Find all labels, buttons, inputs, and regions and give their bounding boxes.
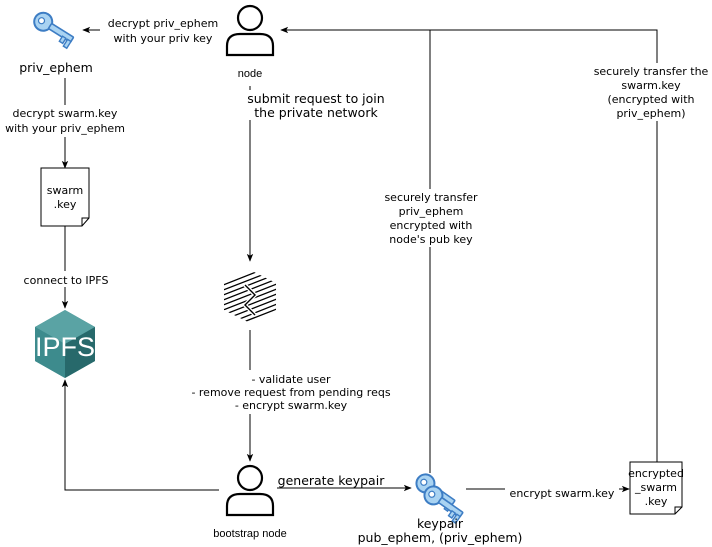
ipfs-logo-text: IPFS	[35, 332, 95, 362]
bootstrap-node-label: bootstrap node	[213, 528, 286, 540]
edge-label-transfer-priv-3: encrypted with	[390, 219, 473, 232]
label-bg-decrypt-priv	[100, 14, 224, 46]
edge-label-transfer-swarm-4: priv_ephem)	[616, 107, 685, 120]
private-network-icon	[224, 270, 276, 323]
edge-label-validate-1: - validate user	[251, 373, 331, 386]
edge-label-validate-3: - encrypt swarm.key	[235, 399, 348, 412]
edge-label-decrypt-priv-1: decrypt priv_ephem	[108, 17, 218, 30]
swarm-key-label-1: swarm	[47, 184, 84, 197]
priv-ephem-key-icon	[33, 11, 75, 50]
encrypted-label-2: _swarm	[634, 481, 677, 494]
edge-label-encrypt-swarm: encrypt swarm.key	[510, 487, 615, 500]
label-bg-connect-ipfs	[14, 271, 118, 287]
keypair-label-1: keypair	[417, 516, 464, 531]
keypair-icon	[415, 473, 464, 525]
edge-label-submit-2: the private network	[254, 105, 378, 120]
encrypted-swarm-key-document	[629, 461, 683, 515]
label-bg-transfer-swarm	[590, 63, 712, 121]
label-bg-encrypt-swarm	[505, 486, 619, 500]
priv-ephem-label: priv_ephem	[19, 60, 93, 75]
edge-label-submit-1: submit request to join	[247, 91, 384, 106]
label-bg-validate	[183, 370, 403, 414]
encrypted-label-1: encrypted	[628, 467, 684, 480]
edge-label-connect-ipfs: connect to IPFS	[24, 274, 109, 287]
edge-label-transfer-swarm-1: securely transfer the	[594, 65, 709, 78]
edge-transfer-swarm	[430, 29, 658, 477]
label-bg-decrypt-swarm	[0, 105, 130, 137]
swarm-key-document	[40, 167, 90, 227]
edge-label-transfer-priv-1: securely transfer	[384, 191, 478, 204]
edge-label-decrypt-priv-2: with your priv key	[114, 32, 213, 45]
edge-label-decrypt-swarm-2: with your priv_ephem	[5, 122, 125, 135]
node-user-icon	[225, 4, 275, 57]
node-label: node	[238, 68, 262, 80]
edge-label-transfer-priv-2: priv_ephem	[399, 205, 464, 218]
label-bg-transfer-priv	[378, 189, 482, 247]
encrypted-label-3: .key	[645, 495, 668, 508]
edge-label-decrypt-swarm-1: decrypt swarm.key	[13, 107, 118, 120]
edge-label-generate: generate keypair	[278, 473, 386, 488]
edge-bootstrap-ipfs	[61, 379, 219, 491]
edge-label-validate-2: - remove request from pending reqs	[191, 386, 390, 399]
edge-label-transfer-swarm-3: (encrypted with	[608, 93, 695, 106]
ipfs-logo	[35, 310, 95, 378]
keypair-label-2: pub_ephem, (priv_ephem)	[358, 530, 523, 545]
edge-label-transfer-swarm-2: swarm.key	[621, 79, 681, 92]
bootstrap-node-user-icon	[225, 464, 275, 517]
label-bg-submit	[243, 90, 389, 120]
swarm-key-label-2: .key	[54, 198, 77, 211]
edge-label-transfer-priv-4: node's pub key	[389, 233, 473, 246]
